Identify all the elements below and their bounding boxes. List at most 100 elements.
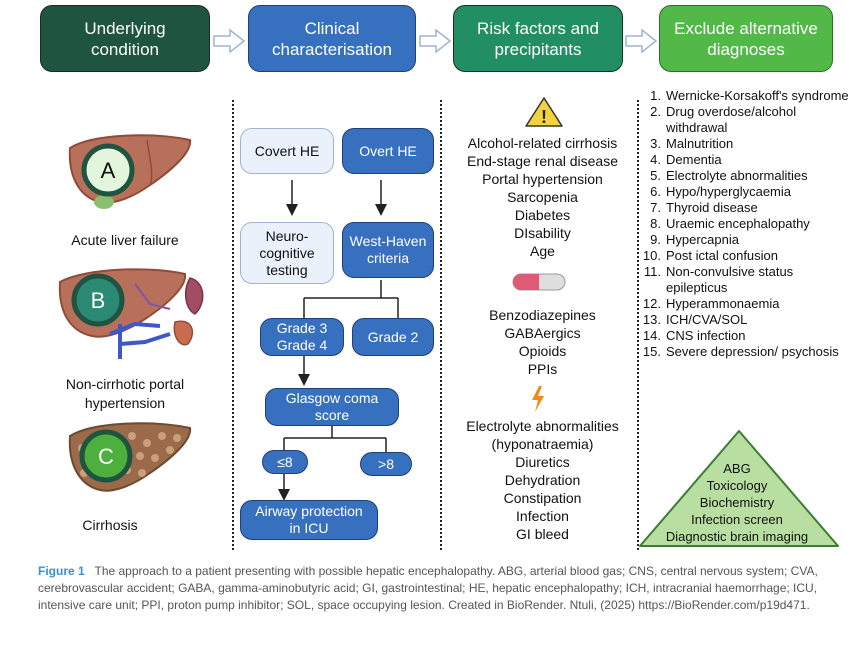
differential-item: 10.Post ictal confusion — [640, 248, 850, 264]
drug-item: Opioids — [518, 343, 567, 359]
differential-item: 6. Hypo/hyperglycaemia — [640, 184, 850, 200]
differential-number: 7. — [650, 200, 661, 215]
differential-text: Uraemic encephalopathy — [666, 216, 810, 231]
differential-item: 1. Wernicke-Korsakoff's syndrome — [640, 88, 850, 104]
investigation-item: ABG — [723, 461, 751, 476]
differential-item: 12. Hyperammonaemia — [640, 296, 850, 312]
differential-item: 13. ICH/CVA/SOL — [640, 312, 850, 328]
neurocognitive-testing-box: Neuro- cognitive testing — [240, 222, 334, 284]
differential-number: 6. — [650, 184, 661, 199]
investigation-item: Biochemistry — [699, 495, 775, 510]
risk-factor-item: DIsability — [514, 225, 571, 241]
column-divider — [440, 100, 442, 550]
label-acute-liver-failure: Acute liver failure — [71, 232, 179, 248]
risk-factor-item: Sarcopenia — [507, 189, 578, 205]
differential-text: Hypo/hyperglycaemia — [666, 184, 792, 199]
figure-label: Figure 1 — [38, 564, 85, 578]
investigation-triangle — [639, 430, 839, 547]
differential-item: 11. Non-convulsive status epilepticus — [640, 264, 850, 296]
differential-text: Non-convulsive status epilepticus — [666, 264, 794, 295]
risk-factor-list: Alcohol-related cirrhosis End-stage rena… — [440, 134, 645, 260]
risk-factor-item: Alcohol-related cirrhosis — [467, 135, 618, 151]
differential-text: ICH/CVA/SOL — [666, 312, 748, 327]
header-exclude-alternatives: Exclude alternative diagnoses — [659, 5, 833, 72]
precipitant-list: Electrolyte abnormalities (hyponatraemia… — [440, 417, 645, 543]
differential-text: Severe depression/ psychosis — [666, 344, 839, 359]
differential-number: 15. — [642, 344, 661, 359]
differential-number: 13. — [642, 312, 661, 327]
grade-3-4-box: Grade 3 Grade 4 — [260, 318, 344, 356]
pill-icon — [512, 273, 566, 291]
investigation-list: ABG Toxicology Biochemistry Infection sc… — [648, 460, 826, 545]
differential-text: Thyroid disease — [666, 200, 758, 215]
letter-c: C — [98, 444, 114, 469]
differential-number: 1. — [650, 88, 661, 103]
differential-number: 12. — [642, 296, 661, 311]
column-divider — [637, 100, 639, 550]
glasgow-coma-score-box: Glasgow coma score — [265, 388, 399, 426]
letter-a: A — [101, 158, 116, 183]
header-underlying-condition: Underlying condition — [40, 5, 210, 72]
differential-text: Drug overdose/alcohol withdrawal — [666, 104, 797, 135]
differential-item: 15. Severe depression/ psychosis — [640, 344, 850, 360]
differential-item: 3. Malnutrition — [640, 136, 850, 152]
liver-cirrhosis-icon: C — [68, 422, 192, 492]
differential-item: 2.Drug overdose/alcohol withdrawal — [640, 104, 850, 136]
precipitant-item: Diuretics — [515, 454, 570, 470]
flowchart-connectors — [278, 180, 399, 501]
differential-text: Dementia — [666, 152, 722, 167]
differential-text: Hypercapnia — [666, 232, 739, 247]
west-haven-criteria-box: West-Haven criteria — [342, 222, 434, 278]
header-risk-factors: Risk factors and precipitants — [453, 5, 623, 72]
overt-he-box: Overt HE — [342, 128, 434, 174]
arrow-right-icon — [625, 28, 658, 54]
warning-icon: ! — [525, 97, 563, 127]
investigation-item: Diagnostic brain imaging — [665, 529, 809, 544]
differential-number: 8. — [650, 216, 661, 231]
differential-text: Hyperammonaemia — [666, 296, 780, 311]
column-divider — [232, 100, 234, 550]
differential-text: Malnutrition — [666, 136, 734, 151]
differential-item: 4.Dementia — [640, 152, 850, 168]
airway-protection-icu-box: Airway protection in ICU — [240, 500, 378, 540]
differential-number: 11. — [643, 264, 661, 279]
liver-portal-icon: B — [58, 268, 204, 359]
covert-he-box: Covert HE — [240, 128, 334, 174]
risk-factor-item: Portal hypertension — [482, 171, 603, 187]
differential-item: 14.CNS infection — [640, 328, 850, 344]
risk-factor-item: Age — [530, 243, 555, 259]
differential-item: 5. Electrolyte abnormalities — [640, 168, 850, 184]
differential-item: 8. Uraemic encephalopathy — [640, 216, 850, 232]
differential-text: Post ictal confusion — [666, 248, 779, 263]
drug-item: Benzodiazepines — [489, 307, 596, 323]
investigation-item: Infection screen — [691, 512, 783, 527]
drug-item: GABAergics — [504, 325, 581, 341]
risk-factor-item: End-stage renal disease — [467, 153, 618, 169]
liver-acute-icon: A — [68, 134, 192, 209]
arrow-right-icon — [213, 28, 246, 54]
differential-text: Electrolyte abnormalities — [666, 168, 808, 183]
differential-item: 9.Hypercapnia — [640, 232, 850, 248]
investigation-item: Toxicology — [706, 478, 768, 493]
label-cirrhosis: Cirrhosis — [82, 517, 138, 533]
precipitant-item: (hyponatraemia) — [491, 436, 594, 452]
lightning-icon — [532, 386, 544, 412]
svg-text:!: ! — [541, 107, 547, 127]
grade-2-box: Grade 2 — [352, 318, 434, 356]
differential-text: Wernicke-Korsakoff's syndrome — [666, 88, 849, 103]
differential-number: 3. — [650, 136, 661, 151]
drug-list: Benzodiazepines GABAergics Opioids PPIs — [440, 306, 645, 378]
precipitant-item: GI bleed — [516, 526, 569, 542]
differential-number: 5. — [650, 168, 661, 183]
arrow-right-icon — [419, 28, 452, 54]
differential-item: 7. Thyroid disease — [640, 200, 850, 216]
precipitant-item: Electrolyte abnormalities — [466, 418, 619, 434]
precipitant-item: Constipation — [503, 490, 582, 506]
differential-text: CNS infection — [666, 328, 746, 343]
letter-b: B — [91, 288, 106, 313]
label-non-cirrhotic-portal-hypertension: Non-cirrhotic portal hypertension — [65, 376, 185, 411]
header-clinical-characterisation: Clinical characterisation — [248, 5, 416, 72]
figure-caption: Figure 1 The approach to a patient prese… — [38, 563, 838, 614]
gcs-gt8-box: >8 — [360, 452, 412, 476]
